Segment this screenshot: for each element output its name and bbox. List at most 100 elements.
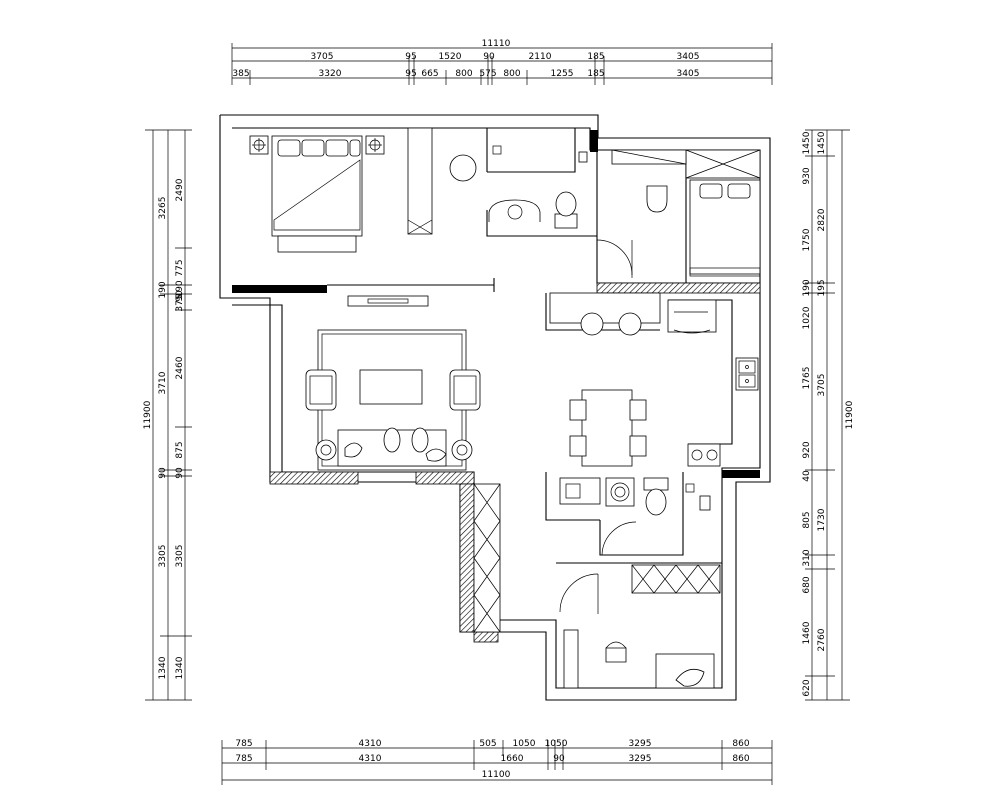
- dim-right-2-5: 1765: [802, 367, 812, 390]
- dining-table-icon: [569, 389, 647, 467]
- sofa-icon: [305, 329, 481, 471]
- dim-right-1-5: 2760: [817, 628, 827, 651]
- toilet-icon: [643, 477, 669, 516]
- dim-top-total: 11110: [482, 39, 511, 49]
- dim-left-1-0: 3265: [158, 197, 168, 220]
- kitchen-counter: [667, 299, 733, 445]
- bar-counter-icon: [549, 292, 661, 336]
- wall-cabinets: [473, 483, 501, 633]
- dim-right-2-2: 1750: [802, 228, 812, 251]
- dim-right-2-4: 1020: [802, 306, 812, 329]
- desk-icon: [563, 629, 579, 689]
- shower-icon: [685, 483, 711, 511]
- dim-bottom-2-3: 90: [553, 754, 565, 764]
- dim-right-2-10: 680: [802, 576, 812, 593]
- dim-bottom-2-1: 4310: [359, 754, 382, 764]
- dim-left-2-8: 3305: [175, 545, 185, 568]
- chair-icon: [605, 641, 627, 663]
- door-swing-icon: [601, 521, 637, 556]
- dim-top-2-5: 575: [479, 69, 496, 79]
- armchair-right: [449, 369, 481, 411]
- dim-top-1-5: 185: [587, 52, 604, 62]
- shower-icon: [492, 145, 588, 163]
- daybed-icon: [655, 653, 715, 689]
- dim-right-2-7: 40: [802, 470, 812, 482]
- dim-right-2-6: 920: [802, 441, 812, 458]
- dim-bottom-2-4: 3295: [629, 754, 652, 764]
- dim-left-2-5: 2460: [175, 356, 185, 379]
- dim-left-2-3: 375: [175, 294, 185, 311]
- dim-bottom-1-3: 1050: [513, 739, 536, 749]
- dim-left-2-4: 90: [175, 290, 185, 302]
- chair-icon: [646, 185, 668, 213]
- dim-left-2-0: 2490: [175, 178, 185, 201]
- dim-left-2-9: 1340: [175, 656, 185, 679]
- dim-right-2-0: 1450: [802, 131, 812, 154]
- interior-walls: [232, 127, 761, 643]
- nightstand-left: [249, 135, 269, 155]
- armchair-left: [305, 369, 337, 411]
- dim-bottom-2-0: 785: [235, 754, 252, 764]
- dim-left-2-6: 875: [175, 441, 185, 458]
- dim-top-2-7: 1255: [551, 69, 574, 79]
- dim-left-total: 11900: [143, 400, 153, 429]
- dim-top-1-1: 95: [405, 52, 416, 62]
- dimension-bottom: 785 4310 505 1050 1050 3295 860 785 4310…: [221, 739, 773, 785]
- dim-right-1-0: 1450: [817, 131, 827, 154]
- dim-top-2-8: 185: [587, 69, 604, 79]
- dimension-left: 11900 3265 190 3710 90 3305 1340 2490 77…: [143, 129, 192, 701]
- door-swing-icon: [596, 239, 633, 278]
- dim-top-2-9: 3405: [677, 69, 700, 79]
- dim-bottom-total: 11100: [482, 770, 511, 780]
- dim-top-1-4: 2110: [529, 52, 552, 62]
- dim-right-2-9: 310: [802, 549, 812, 566]
- dim-right-2-11: 1460: [802, 621, 812, 644]
- dimension-top: 11110 3705 95 1520 90 2110 185 3405 385 …: [231, 39, 773, 85]
- dim-left-1-1: 190: [158, 281, 168, 298]
- dim-bottom-1-5: 3295: [629, 739, 652, 749]
- dim-left-1-5: 1340: [158, 656, 168, 679]
- dim-right-1-1: 2820: [817, 208, 827, 231]
- dim-top-2-3: 665: [421, 69, 438, 79]
- washing-machine-icon: [605, 477, 635, 507]
- dim-left-1-3: 90: [158, 467, 168, 479]
- dim-top-1-6: 3405: [677, 52, 700, 62]
- dim-left-2-1: 775: [175, 259, 185, 276]
- toilet-icon: [554, 191, 578, 229]
- dim-right-1-3: 3705: [817, 374, 827, 397]
- wardrobe-icon: [611, 149, 761, 179]
- dim-right-2-12: 620: [802, 679, 812, 696]
- dim-right-2-3: 190: [802, 279, 812, 296]
- sink-icon: [488, 199, 541, 222]
- sink-icon: [735, 357, 759, 391]
- vanity-icon: [559, 477, 601, 505]
- dim-top-1-3: 90: [483, 52, 495, 62]
- dim-left-1-2: 3710: [158, 371, 168, 394]
- dim-top-2-0: 385: [232, 69, 249, 79]
- dim-top-2-6: 800: [503, 69, 520, 79]
- dim-right-1-4: 1730: [817, 508, 827, 531]
- dim-bottom-1-0: 785: [235, 739, 252, 749]
- dim-top-2-2: 95: [405, 69, 416, 79]
- dim-right-total: 11900: [845, 400, 855, 429]
- dim-right-1-2: 195: [817, 279, 827, 296]
- dim-left-2-2: 190: [175, 280, 185, 297]
- dimension-right: 11900 1450 2820 195 3705 1730 2760 1450 …: [802, 129, 855, 701]
- dim-bottom-1-2: 505: [479, 739, 496, 749]
- tv-cabinet-icon: [347, 295, 429, 307]
- dim-left-1-4: 3305: [158, 545, 168, 568]
- dim-top-1-0: 3705: [311, 52, 334, 62]
- dim-bottom-1-4: 1050: [545, 739, 568, 749]
- dim-right-2-1: 930: [802, 167, 812, 184]
- dim-bottom-1-1: 4310: [359, 739, 382, 749]
- dim-top-2-1: 3320: [319, 69, 342, 79]
- single-bed-icon: [689, 179, 761, 277]
- dim-right-2-8: 805: [802, 511, 812, 528]
- round-table-icon: [449, 154, 477, 182]
- door-swing-icon: [559, 573, 599, 614]
- nightstand-right: [365, 135, 385, 155]
- dim-top-2-4: 800: [455, 69, 472, 79]
- dim-left-2-7: 90: [175, 467, 185, 479]
- dim-bottom-1-6: 860: [732, 739, 749, 749]
